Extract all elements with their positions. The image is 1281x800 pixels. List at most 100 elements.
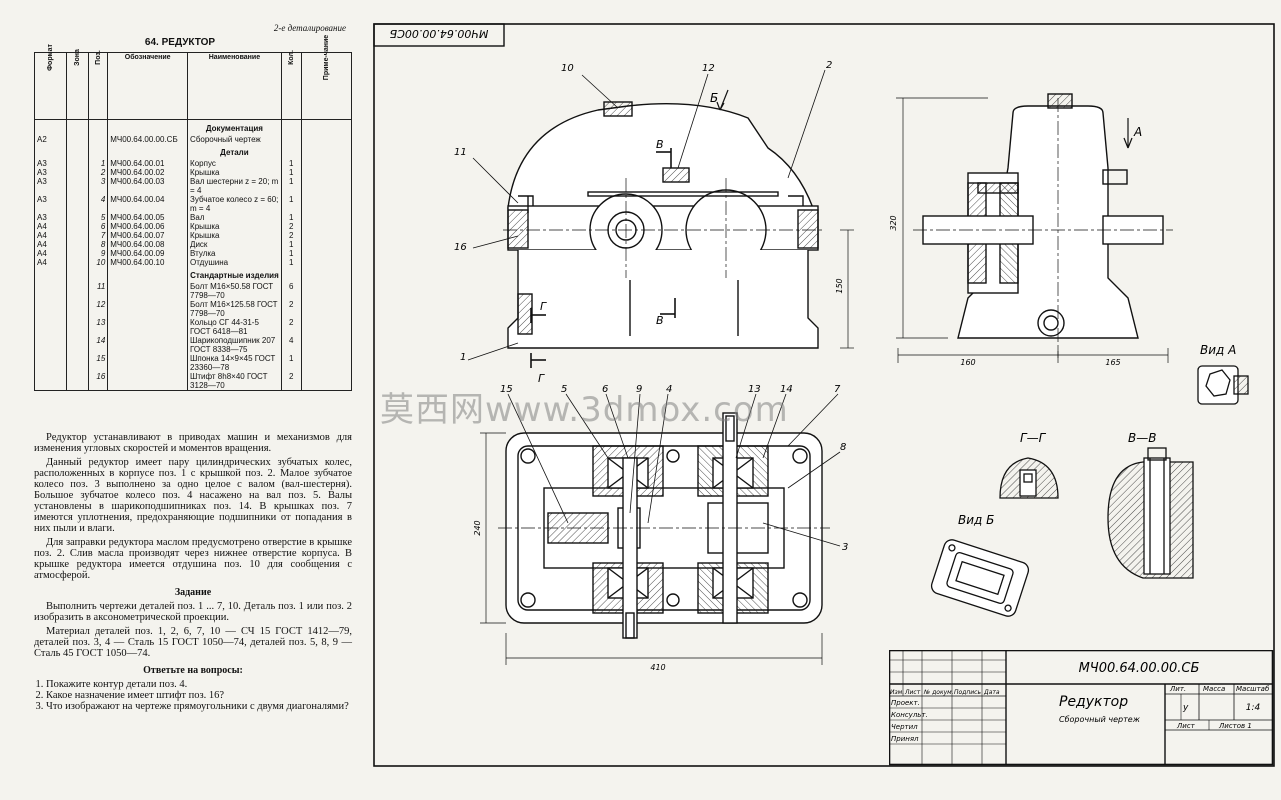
spec-format: A3 [34, 177, 67, 195]
spec-qty: 2 [280, 318, 302, 336]
task-1: Выполнить чертежи деталей поз. 1 ... 7, … [34, 601, 352, 623]
spec-note [300, 258, 353, 267]
spec-pos: 3 [87, 177, 109, 195]
tb-designation: МЧ00.64.00.00.СБ [1079, 661, 1200, 676]
spec-pos: 11 [87, 282, 109, 300]
spec-pos: 12 [87, 300, 109, 318]
section-vv [1107, 447, 1194, 579]
tb-doc-type: Сборочный чертеж [1059, 715, 1141, 724]
title-block-grid [889, 650, 1274, 766]
spec-note [300, 300, 353, 318]
tb-name: Редуктор [1059, 694, 1128, 710]
callout-15: 15 [500, 384, 513, 395]
spec-header-row: Формат Зона Поз. Обозначение Наименовани… [34, 35, 353, 120]
question-3: Что изображают на чертеже прямоугольники… [46, 701, 352, 712]
tb-row-sign: Подпись [954, 689, 981, 696]
spec-section-title: Детали [187, 144, 282, 159]
paragraph-2: Данный редуктор имеет пару цилиндрически… [34, 457, 352, 534]
spec-qty: 1 [280, 258, 302, 267]
spec-name: Штифт 8h8×40 ГОСТ 3128—70 [187, 372, 282, 391]
view-a-label: Вид А [1200, 343, 1236, 357]
plan-view [498, 412, 830, 639]
spec-name: Вал [187, 213, 282, 222]
spec-note [300, 222, 353, 231]
spec-pos: 14 [87, 336, 109, 354]
spec-note [300, 177, 353, 195]
front-leaders [467, 69, 826, 361]
cut-g-bottom-letter: Г [538, 372, 545, 385]
spec-section-title: Стандартные изделия [187, 267, 282, 282]
spec-pos: 8 [87, 240, 109, 249]
callout-2: 2 [826, 60, 832, 71]
spec-note [300, 336, 353, 354]
spec-zone [65, 195, 89, 213]
spec-code: МЧ00.64.00.00.СБ [107, 135, 189, 144]
spec-qty: 1 [280, 159, 302, 168]
header-format: Формат [34, 44, 67, 120]
spec-code [107, 318, 189, 336]
spec-qty: 1 [280, 354, 302, 372]
spec-name: Крышка [187, 231, 282, 240]
callout-5: 5 [561, 384, 567, 395]
tb-lit-value: у [1182, 703, 1189, 713]
question-1: Покажите контур детали поз. 4. [46, 679, 352, 690]
callout-16: 16 [454, 242, 467, 253]
spec-format: A2 [34, 135, 67, 144]
spec-note [300, 240, 353, 249]
spec-note [300, 213, 353, 222]
spec-name: Сборочный чертеж [187, 135, 282, 144]
task-2: Материал деталей поз. 1, 2, 6, 7, 10 — С… [34, 626, 352, 659]
callout-9: 9 [636, 384, 642, 395]
spec-zone [65, 300, 89, 318]
spec-name: Шпонка 14×9×45 ГОСТ 23360—78 [187, 354, 282, 372]
spec-qty: 1 [280, 168, 302, 177]
spec-pos: 13 [87, 318, 109, 336]
spec-qty: 2 [280, 222, 302, 231]
description-text: Редуктор устанавливают в приводах машин … [34, 432, 352, 712]
tb-role-project: Проект. [891, 699, 920, 707]
spec-code: МЧ00.64.00.09 [107, 249, 189, 258]
tb-sheets: Листов 1 [1218, 722, 1252, 730]
spec-qty: 4 [280, 336, 302, 354]
spec-zone [65, 231, 89, 240]
callout-3: 3 [842, 542, 848, 553]
paragraph-3: Для заправки редуктора маслом предусмотр… [34, 537, 352, 581]
paragraph-1: Редуктор устанавливают в приводах машин … [34, 432, 352, 454]
spec-name: Втулка [187, 249, 282, 258]
spec-qty: 6 [280, 282, 302, 300]
spec-zone [65, 168, 89, 177]
left-text-column: 2-е деталирование 64. РЕДУКТОР Формат Зо… [0, 0, 360, 800]
view-b-label: Вид Б [958, 513, 994, 527]
spec-qty: 1 [280, 195, 302, 213]
questions-list: Покажите контур детали поз. 4. Какое наз… [34, 679, 352, 712]
spec-code: МЧ00.64.00.03 [107, 177, 189, 195]
section-vv-label: В—В [1128, 431, 1156, 445]
tb-row-list: Лист [904, 689, 921, 696]
spec-pos: 10 [87, 258, 109, 267]
spec-section-title: Документация [187, 119, 282, 135]
front-view [503, 101, 823, 349]
spec-zone [65, 282, 89, 300]
spec-format: A3 [34, 195, 67, 213]
corner-stamp-box [373, 23, 505, 47]
tb-role-accepted: Принял [891, 735, 919, 743]
spec-zone [65, 159, 89, 168]
spec-zone [65, 177, 89, 195]
spec-code [107, 354, 189, 372]
spec-section-row: Стандартные изделия [34, 267, 353, 282]
spec-pos: 15 [87, 354, 109, 372]
side-view [913, 93, 1173, 358]
spec-section-row: Детали [34, 144, 353, 159]
spec-pos: 7 [87, 231, 109, 240]
callout-7: 7 [834, 384, 841, 395]
spec-qty [280, 135, 302, 144]
tb-col-mass: Масса [1203, 685, 1225, 693]
